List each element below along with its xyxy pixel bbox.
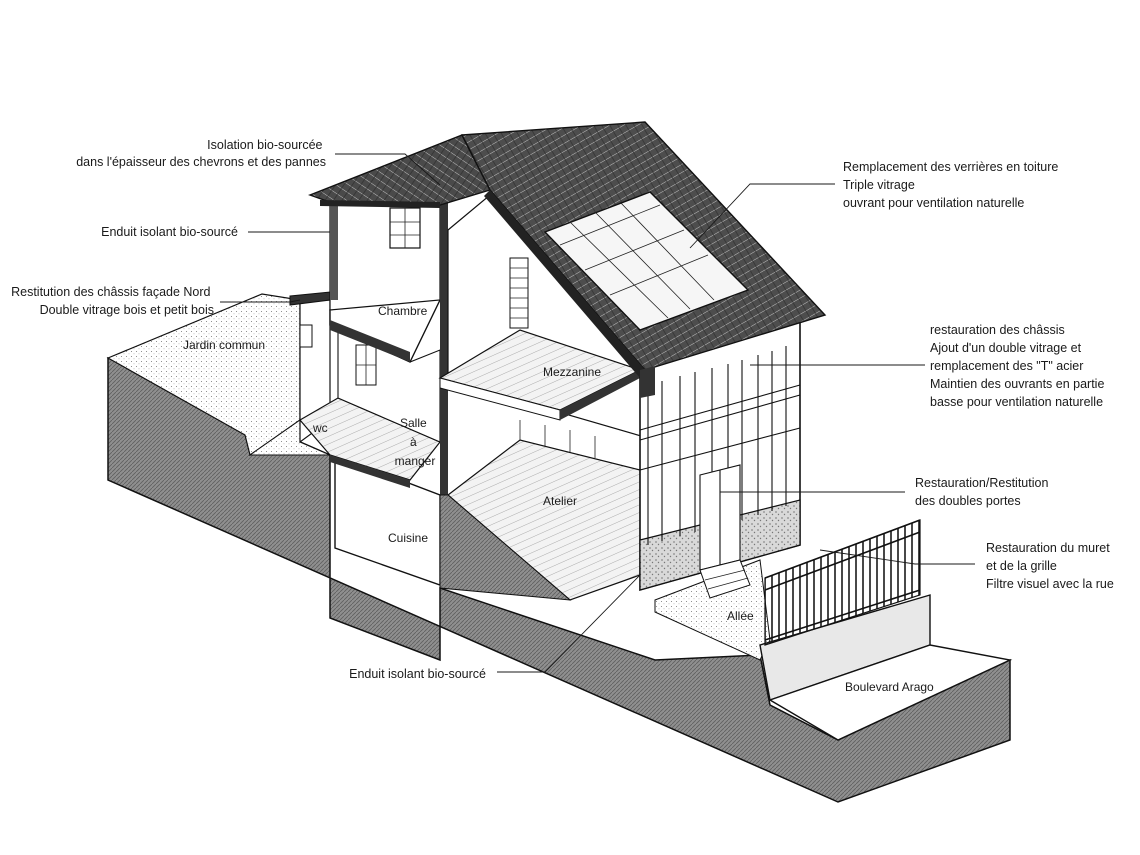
room-allee: Allée [727,609,754,623]
front-facade [639,318,801,599]
room-boulevard: Boulevard Arago [845,680,934,694]
roof-skylight [543,191,750,331]
double-doors-label: Restauration/Restitution des doubles por… [915,476,1052,508]
roofs [308,121,827,398]
street-railing [764,519,921,646]
north-facade-frames-label: Restitution des châssis façade Nord Doub… [11,285,214,317]
north-window [299,324,313,348]
room-atelier: Atelier [543,494,577,508]
roof-insulation-label: Isolation bio-sourcée dans l'épaisseur d… [76,138,326,169]
ground-slab [106,293,1013,803]
frame-restoration-label: restauration des châssis Ajout d'un doub… [930,323,1108,409]
insulating-render-bottom-label: Enduit isolant bio-sourcé [349,667,486,681]
room-wc: wc [312,421,328,435]
room-chambre: Chambre [378,304,428,318]
wall-and-railing-label: Restauration du muret et de la grille Fi… [986,541,1114,591]
room-labels: Jardin commun Chambre Mezzanine wc Salle… [183,304,934,694]
skylight-replacement-label: Remplacement des verrières en toiture Tr… [843,160,1062,210]
chambre-wall [329,199,441,311]
dining-floor [299,397,441,481]
insulating-render-top-label: Enduit isolant bio-sourcé [101,225,238,239]
room-mezzanine: Mezzanine [543,365,601,379]
annotations: Isolation bio-sourcée dans l'épaisseur d… [11,138,1114,681]
glazing-frames [639,346,801,571]
entrance-steps [699,559,751,599]
room-cuisine: Cuisine [388,531,428,545]
room-salle-a-manger: Salle à manger [395,416,436,468]
annex-structure [289,199,448,495]
rear-roof [308,134,492,206]
main-volume [438,194,656,601]
room-jardin: Jardin commun [183,338,265,352]
leader-lines [220,153,975,673]
